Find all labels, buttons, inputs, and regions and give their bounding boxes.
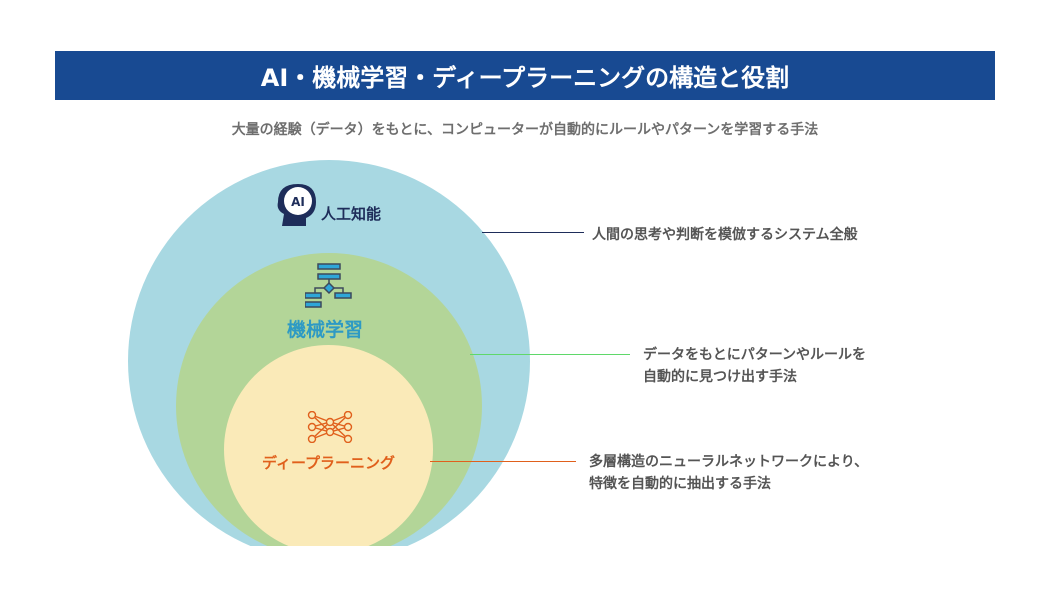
flowchart-icon [305,263,352,308]
subtitle: 大量の経験（データ）をもとに、コンピューターが自動的にルールやパターンを学習する… [231,122,819,138]
ai-description: 人間の思考や判断を模倣するシステム全般 [592,224,858,246]
desc-line: データをもとにパターンやルールを [643,347,867,363]
dl-circle [224,345,433,554]
ai-connector [482,232,584,233]
desc-line: 特徴を自動的に抽出する手法 [589,476,771,492]
ml-label: 機械学習 [287,319,364,341]
page-title: AI・機械学習・ディープラーニングの構造と役割 [55,51,995,100]
ml-connector [470,354,630,355]
svg-text:AI: AI [291,195,305,209]
ai-head-icon: AI [277,184,316,226]
desc-line: 自動的に見つけ出す手法 [643,369,797,385]
dl-connector [430,461,576,462]
neural-network-icon [307,411,353,443]
desc-line: 多層構造のニューラルネットワークにより、 [589,454,869,470]
ai-label: 人工知能 [321,205,382,223]
dl-label: ディープラーニング [262,454,396,472]
ml-description: データをもとにパターンやルールを自動的に見つけ出す手法 [643,344,866,388]
desc-line: 人間の思考や判断を模倣するシステム全般 [592,227,858,243]
dl-description: 多層構造のニューラルネットワークにより、特徴を自動的に抽出する手法 [589,451,868,495]
